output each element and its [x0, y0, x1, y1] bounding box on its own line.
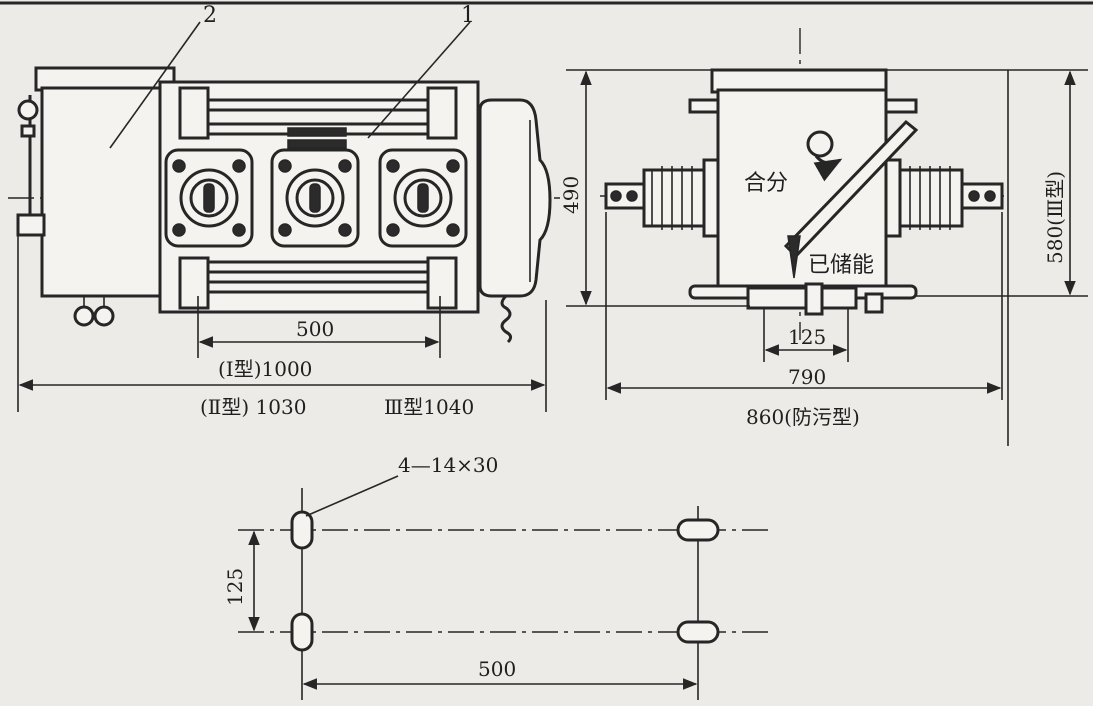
pole-unit-1 — [164, 148, 254, 248]
front-view: 2 1 500 (Ⅰ型)1000 (Ⅱ型) 1030 Ⅲ型1040 — [8, 3, 560, 419]
rotation-indicator-icon — [806, 130, 834, 158]
dim-label-type3: Ⅲ型1040 — [384, 395, 474, 419]
side-view: 合分 已储能 490 580(Ⅲ型) 125 790 860(防污型) — [559, 28, 1088, 446]
dim-label-790: 790 — [788, 365, 826, 389]
dim-label-125-side: 125 — [788, 325, 826, 349]
part-label-1: 1 — [461, 3, 475, 28]
dim-label-860: 860(防污型) — [746, 405, 860, 429]
mechanism-box — [16, 66, 176, 327]
left-insulator-bushing — [604, 158, 720, 238]
leader-part-2 — [109, 21, 201, 149]
dim-label-580: 580(Ⅲ型) — [1043, 171, 1067, 264]
dim-label-125-plate: 125 — [223, 568, 247, 606]
leader-part-1 — [367, 21, 471, 139]
mount-slot-top-left — [290, 510, 314, 550]
end-cover — [478, 98, 552, 344]
stored-energy-arrow-icon — [787, 235, 801, 279]
dim-label-490: 490 — [559, 176, 583, 214]
pole-unit-3 — [378, 148, 468, 248]
leader-holes — [305, 475, 399, 517]
mounting-plate-view: 4—14×30 125 500 — [223, 453, 768, 700]
mount-slot-bottom-left — [290, 612, 314, 652]
pole-unit-2 — [270, 148, 360, 248]
mount-slot-bottom-right — [676, 620, 720, 644]
dim-label-type2: (Ⅱ型) 1030 — [200, 395, 306, 419]
mount-slot-top-right — [676, 518, 720, 542]
part-label-2: 2 — [203, 3, 217, 28]
stored-energy-label: 已储能 — [808, 253, 874, 278]
dim-label-type1: (Ⅰ型)1000 — [218, 357, 312, 381]
holes-label: 4—14×30 — [398, 453, 498, 477]
dim-label-500-plate: 500 — [478, 657, 516, 681]
right-insulator-bushing — [884, 158, 1004, 238]
close-open-label: 合分 — [744, 171, 788, 196]
dim-label-500: 500 — [296, 317, 334, 341]
